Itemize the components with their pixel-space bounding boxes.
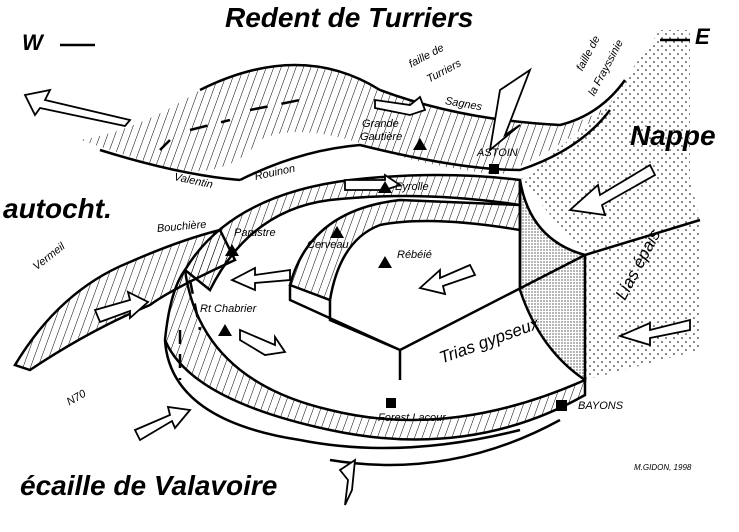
west-label: W: [22, 30, 43, 55]
summit-grande-gautiere: [413, 138, 427, 150]
autochtone-label: autocht.: [3, 193, 112, 224]
label-bayons: BAYONS: [578, 400, 624, 412]
motion-arrow: [567, 163, 657, 217]
east-label: E: [695, 24, 710, 49]
label-parustre: Parustre: [234, 227, 276, 239]
label-chabrier: Rt Chabrier: [200, 303, 257, 315]
diagram-title: Redent de Turriers: [225, 2, 474, 33]
label-forest-lacour: Forest Lacour: [378, 412, 446, 424]
ecaille-band: [163, 266, 587, 441]
fault-arrow: [23, 88, 132, 127]
motion-arrow: [229, 266, 291, 292]
label-astoin: ASTOIN: [477, 147, 518, 159]
motion-arrow: [418, 263, 477, 296]
summit-cerveau: [330, 226, 344, 238]
summit-chabrier: [218, 324, 232, 336]
fault-arrow: [239, 328, 287, 356]
label-cerveau: Cerveau: [307, 239, 349, 251]
label-grande: Grande: [362, 118, 399, 130]
motion-arrow: [93, 290, 150, 324]
motion-arrow: [617, 318, 691, 347]
fault-arrow: [338, 458, 357, 506]
motion-arrow: [133, 405, 192, 442]
town-astoin: [489, 164, 499, 174]
turriers-band: [80, 65, 620, 175]
town-forest-lacour: [386, 398, 396, 408]
fault-arrow: [488, 67, 532, 153]
summit-rebeie: [378, 256, 392, 268]
credit: M.GIDON, 1998: [634, 463, 692, 472]
nappe-area: [520, 30, 700, 380]
label-gautiere: Gautière: [360, 131, 403, 143]
nappe-label: Nappe: [630, 120, 716, 151]
label-eyrolle: Eyrolle: [395, 181, 429, 193]
summit-parustre: [225, 244, 239, 256]
parustre-band: [183, 173, 522, 292]
town-bayons: [556, 400, 567, 411]
summit-eyrolle: [378, 181, 392, 193]
label-rebeie: Rébéié: [397, 249, 432, 261]
ecaille-label: écaille de Valavoire: [20, 470, 278, 501]
fault-arrow: [374, 95, 427, 116]
cerveau-band: [288, 198, 522, 302]
